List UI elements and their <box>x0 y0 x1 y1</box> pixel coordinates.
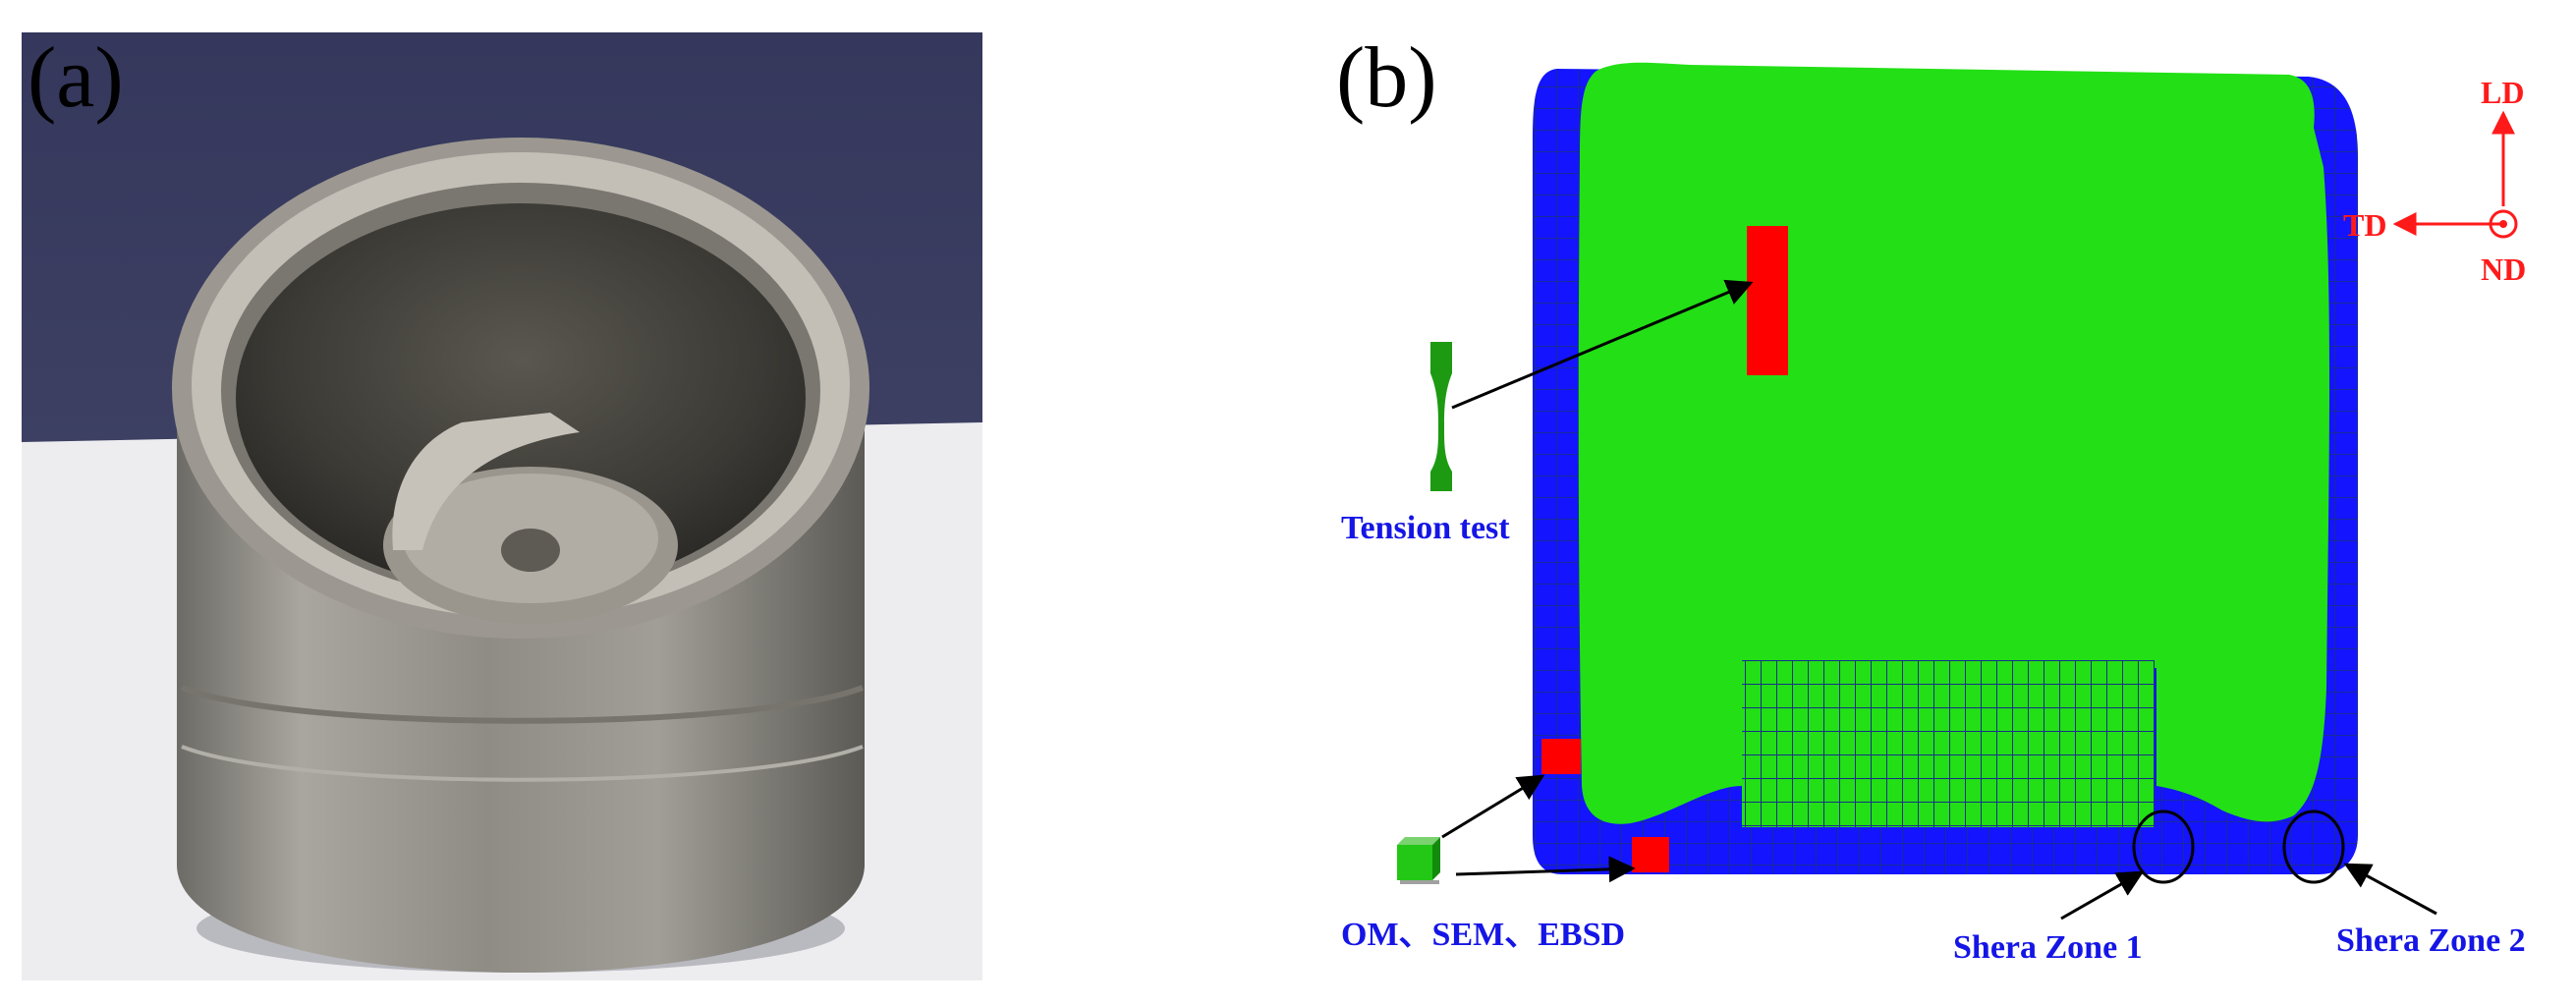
cup-cavity <box>236 203 806 592</box>
nd-label: ND <box>2481 251 2526 287</box>
wall-sample-arrow <box>1441 774 1545 839</box>
billet-dimple <box>501 529 560 572</box>
dogbone-specimen-icon <box>1430 342 1452 491</box>
punch-mesh-front-grid <box>1742 660 2155 788</box>
coordinate-triad: LD TD ND <box>2343 75 2526 287</box>
cup-band <box>181 745 864 782</box>
shear-zone-1-circle <box>2132 810 2195 884</box>
panel-b: (b) Tension <box>1336 30 2526 966</box>
shear-zone-1-label: Shera Zone 1 <box>1953 929 2143 966</box>
bottom-sample-arrow <box>1455 856 1636 883</box>
nd-axis-dot <box>2499 220 2507 228</box>
microstructure-label: OM、SEM、EBSD <box>1341 917 1625 953</box>
shear-zone-1-arrow <box>2060 870 2145 921</box>
cube-sample-icon <box>1397 837 1440 884</box>
tension-arrow <box>1451 279 1754 410</box>
shear-zone-2-arrow <box>2343 863 2437 916</box>
td-label: TD <box>2343 207 2386 243</box>
panel-a-label: (a) <box>28 30 124 126</box>
panel-b-label: (b) <box>1336 30 1437 126</box>
bottom-sample-marker <box>1632 837 1669 872</box>
panel-a: (a) <box>22 30 982 980</box>
shear-zone-2-circle <box>2282 810 2345 884</box>
nd-axis-circle <box>2489 209 2518 239</box>
tension-test-label: Tension test <box>1341 510 1510 546</box>
cup-band <box>180 685 865 724</box>
ld-label: LD <box>2481 75 2524 110</box>
shear-zone-2-label: Shera Zone 2 <box>2336 922 2526 959</box>
billet-flash <box>392 413 580 550</box>
wall-sample-marker <box>1541 739 1581 774</box>
tension-sample-marker <box>1747 226 1788 375</box>
